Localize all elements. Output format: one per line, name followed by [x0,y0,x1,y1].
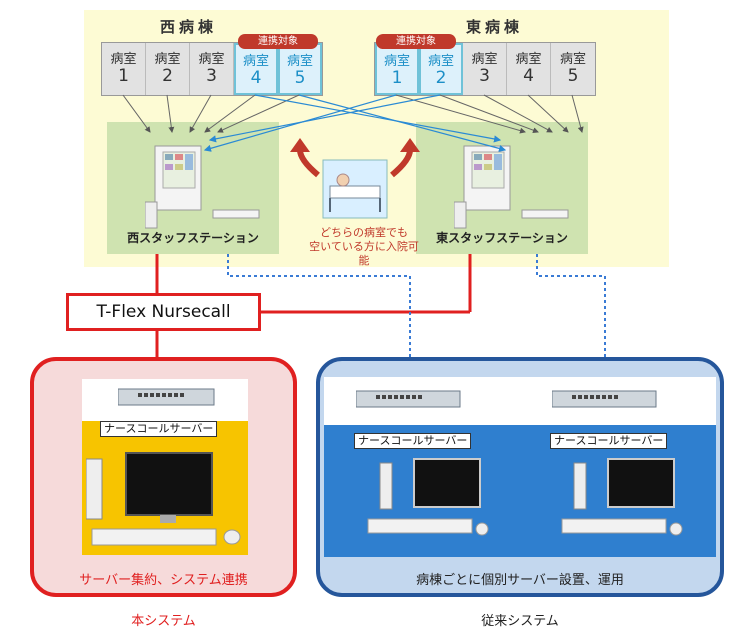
cross-link-wires [203,94,507,152]
west-station-panel: 西スタッフステーション [107,122,279,254]
network-switch-icon [552,390,657,408]
legacy-system-caption: 病棟ごとに個別サーバー設置、運用 [416,573,624,588]
left-red-arrow [297,149,320,178]
this-system-scene: ナースコールサーバー [82,379,248,555]
west-ward-title: 西病棟 [160,18,218,36]
east-room-wires [395,94,584,134]
center-note-line2: 空いている方に入院可能 [309,240,419,267]
legacy-system-title: 従来システム [481,614,559,629]
nursecall-terminal-icon [454,145,569,229]
server-pc-icon [86,452,241,546]
this-server-label: ナースコールサーバー [100,421,218,437]
legacy-system-box: ナースコールサーバー ナースコールサーバー 病棟ごとに個別サーバー設置、運用 [316,357,724,597]
nursecall-terminal-icon [145,145,260,229]
center-note-line1: どちらの病室でも [320,226,408,239]
network-switch-icon [356,390,461,408]
west-station-label: 西スタッフステーション [127,231,259,245]
east-ward-title: 東病棟 [466,18,524,36]
legacy-server-label-2: ナースコールサーバー [550,433,668,449]
server-pc-icon [367,458,489,536]
bed-icon [322,159,388,219]
tflex-nursecall-box: T-Flex Nursecall [66,293,261,331]
this-system-box: ナースコールサーバー サーバー集約、システム連携 [30,357,297,597]
center-note: どちらの病室でも 空いている方に入院可能 [304,226,424,268]
network-switch-icon [118,388,215,406]
server-pc-icon [561,458,683,536]
legacy-dotted-lines [227,254,606,393]
legacy-server-label-1: ナースコールサーバー [354,433,472,449]
west-room-wires [122,94,300,133]
east-station-label: 東スタッフステーション [436,231,568,245]
this-system-caption: サーバー集約、システム連携 [79,573,248,588]
west-link-tag: 連携対象 [238,34,318,49]
right-red-arrow [390,149,413,178]
east-link-tag: 連携対象 [376,34,456,49]
east-station-panel: 東スタッフステーション [416,122,588,254]
this-system-title: 本システム [131,614,196,629]
